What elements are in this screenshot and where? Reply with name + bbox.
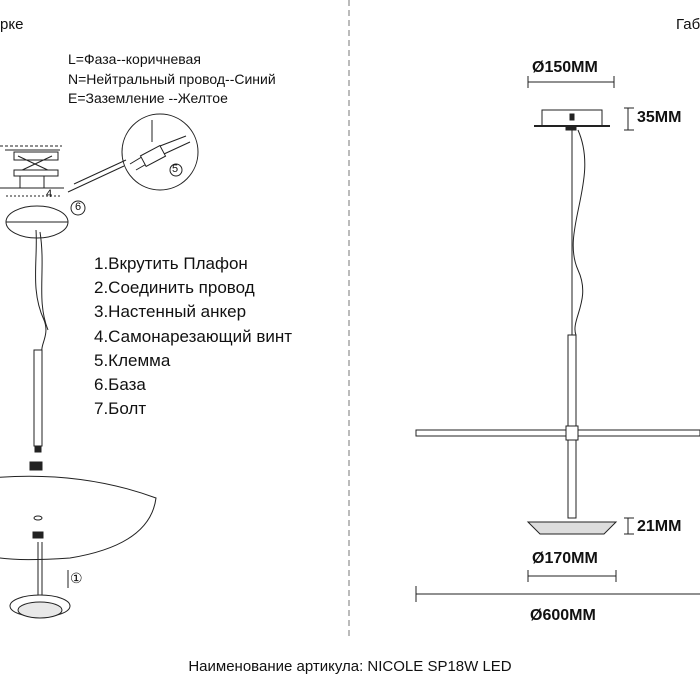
wiring-legend: L=Фаза--коричневая N=Нейтральный провод-…	[68, 50, 276, 109]
right-canopy	[534, 109, 610, 131]
assembly-steps: 1.Вкрутить Плафон 2.Соединить провод 3.Н…	[94, 252, 292, 421]
canopy-diameter-label: Ø150MM	[532, 59, 598, 76]
wiring-legend-line: E=Заземление --Желтое	[68, 90, 228, 106]
callout-4: 4	[46, 188, 53, 200]
callout-1: ①	[70, 570, 83, 586]
wiring-legend-line: N=Нейтральный провод--Синий	[68, 70, 276, 87]
left-title-fragment: рке	[0, 16, 24, 33]
left-stem	[33, 349, 43, 447]
step-item: 2.Соединить провод	[94, 278, 255, 298]
canopy-height-label: 35MM	[637, 109, 682, 126]
right-stem	[567, 334, 577, 430]
wiring-legend-line: L=Фаза--коричневая	[68, 51, 201, 67]
step-item: 1.Вкрутить Плафон	[94, 254, 248, 273]
right-title-fragment: Габ	[676, 16, 700, 33]
step-item: 7.Болт	[94, 399, 147, 419]
terminal-detail-bubble	[67, 113, 199, 193]
step-item: 3.Настенный анкер	[94, 302, 247, 322]
ceiling-mount-exploded	[0, 145, 86, 216]
right-arm	[415, 429, 700, 437]
article-name-footer: Наименование артикула: NICOLE SP18W LED	[188, 658, 512, 675]
shade-diameter-label: Ø170MM	[532, 550, 598, 567]
callout-5: 5	[172, 163, 179, 175]
step-item: 5.Клемма	[94, 350, 171, 370]
callout-6: 6	[75, 201, 82, 213]
step-item: 4.Самонарезающий винт	[94, 326, 293, 346]
shade-height-label: 21MM	[637, 518, 682, 535]
left-disc	[0, 475, 157, 561]
right-shade	[526, 521, 618, 535]
step-item: 6.База	[94, 375, 146, 395]
total-diameter-label: Ø600MM	[530, 607, 596, 624]
